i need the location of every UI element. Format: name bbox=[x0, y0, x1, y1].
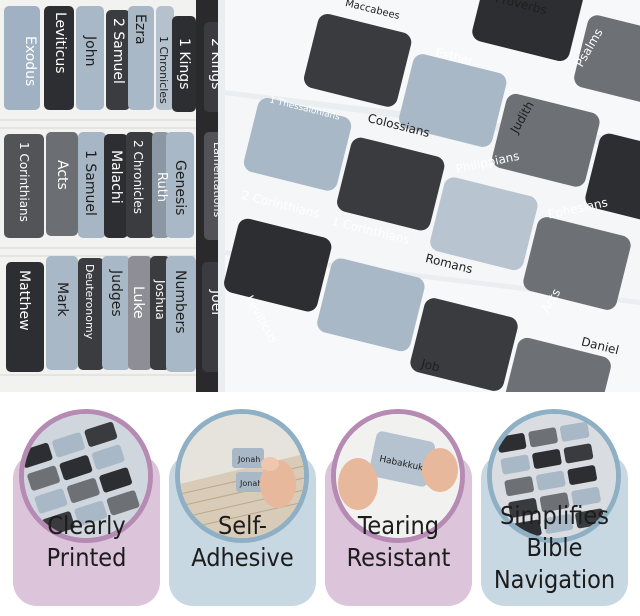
spine-tab-text: 2 Samuel bbox=[110, 18, 126, 84]
jonah-tab-text: Jonah bbox=[237, 455, 260, 464]
feature-label: Tearing Resistant bbox=[346, 511, 451, 572]
spine-tab-text: 1 Samuel bbox=[82, 150, 98, 216]
jonah-tab-text: Jonah bbox=[239, 479, 262, 488]
spine-tab-text: Luke bbox=[130, 286, 146, 319]
spine-tab-text: Genesis bbox=[172, 160, 188, 215]
spine-tab-text: Ruth bbox=[154, 172, 169, 202]
feature-card-clearly-printed: Clearly Printed bbox=[13, 414, 160, 606]
feature-card-simplifies-navigation: Simplifies Bible Navigation bbox=[481, 414, 628, 606]
spine-tab-text: 1 Kings bbox=[176, 38, 192, 89]
spine-tab-row-2 bbox=[4, 132, 238, 240]
feature-photo-circle: Jonah Jonah bbox=[180, 414, 304, 538]
feature-label: Self- Adhesive bbox=[191, 511, 294, 572]
spine-tab-text: Numbers bbox=[172, 270, 188, 334]
feature-label: Simplifies Bible Navigation bbox=[493, 501, 616, 594]
sheet-tab-text: Job bbox=[419, 356, 441, 374]
feature-card-self-adhesive: Jonah Jonah Self- Adhesive bbox=[169, 414, 316, 606]
spine-tab-text: 1 Chronicles bbox=[157, 36, 170, 104]
feature-photo-circle bbox=[492, 414, 616, 538]
spine-tab-text: Ezra bbox=[132, 14, 148, 45]
sticker-sheets: 1 Thessalonians Colossians Philippians E… bbox=[218, 0, 640, 392]
spine-tab-text: Mark bbox=[54, 282, 70, 317]
spine-tab-text: John bbox=[82, 35, 98, 66]
spine-tab-text: Deuteronomy bbox=[83, 264, 96, 340]
feature-cards: Clearly Printed Jonah Jonah Self- Adhesi… bbox=[0, 392, 640, 616]
spine-tab-text: Judges bbox=[108, 269, 124, 317]
feature-label: Clearly Printed bbox=[46, 511, 127, 572]
spine-tab-text: 1 Corinthians bbox=[17, 142, 31, 222]
product-photo: Exodus Leviticus John 2 Samuel Ezra 1 Ch… bbox=[0, 0, 640, 392]
spine-tab-text: Leviticus bbox=[52, 12, 68, 74]
spine-tab-text: Exodus bbox=[22, 36, 38, 86]
feature-photo-circle: Habakkuk bbox=[336, 414, 460, 538]
spine-tab-text: Malachi bbox=[108, 150, 124, 204]
spine-tab-text: 2 Chronicles bbox=[131, 140, 145, 214]
spine-tab-text: Matthew bbox=[16, 270, 32, 331]
feature-card-tearing-resistant: Habakkuk Tearing Resistant bbox=[325, 414, 472, 606]
spine-tab-text: Acts bbox=[54, 160, 70, 190]
feature-photo-circle bbox=[24, 414, 148, 538]
spine-tab-text: Joshua bbox=[153, 279, 167, 320]
